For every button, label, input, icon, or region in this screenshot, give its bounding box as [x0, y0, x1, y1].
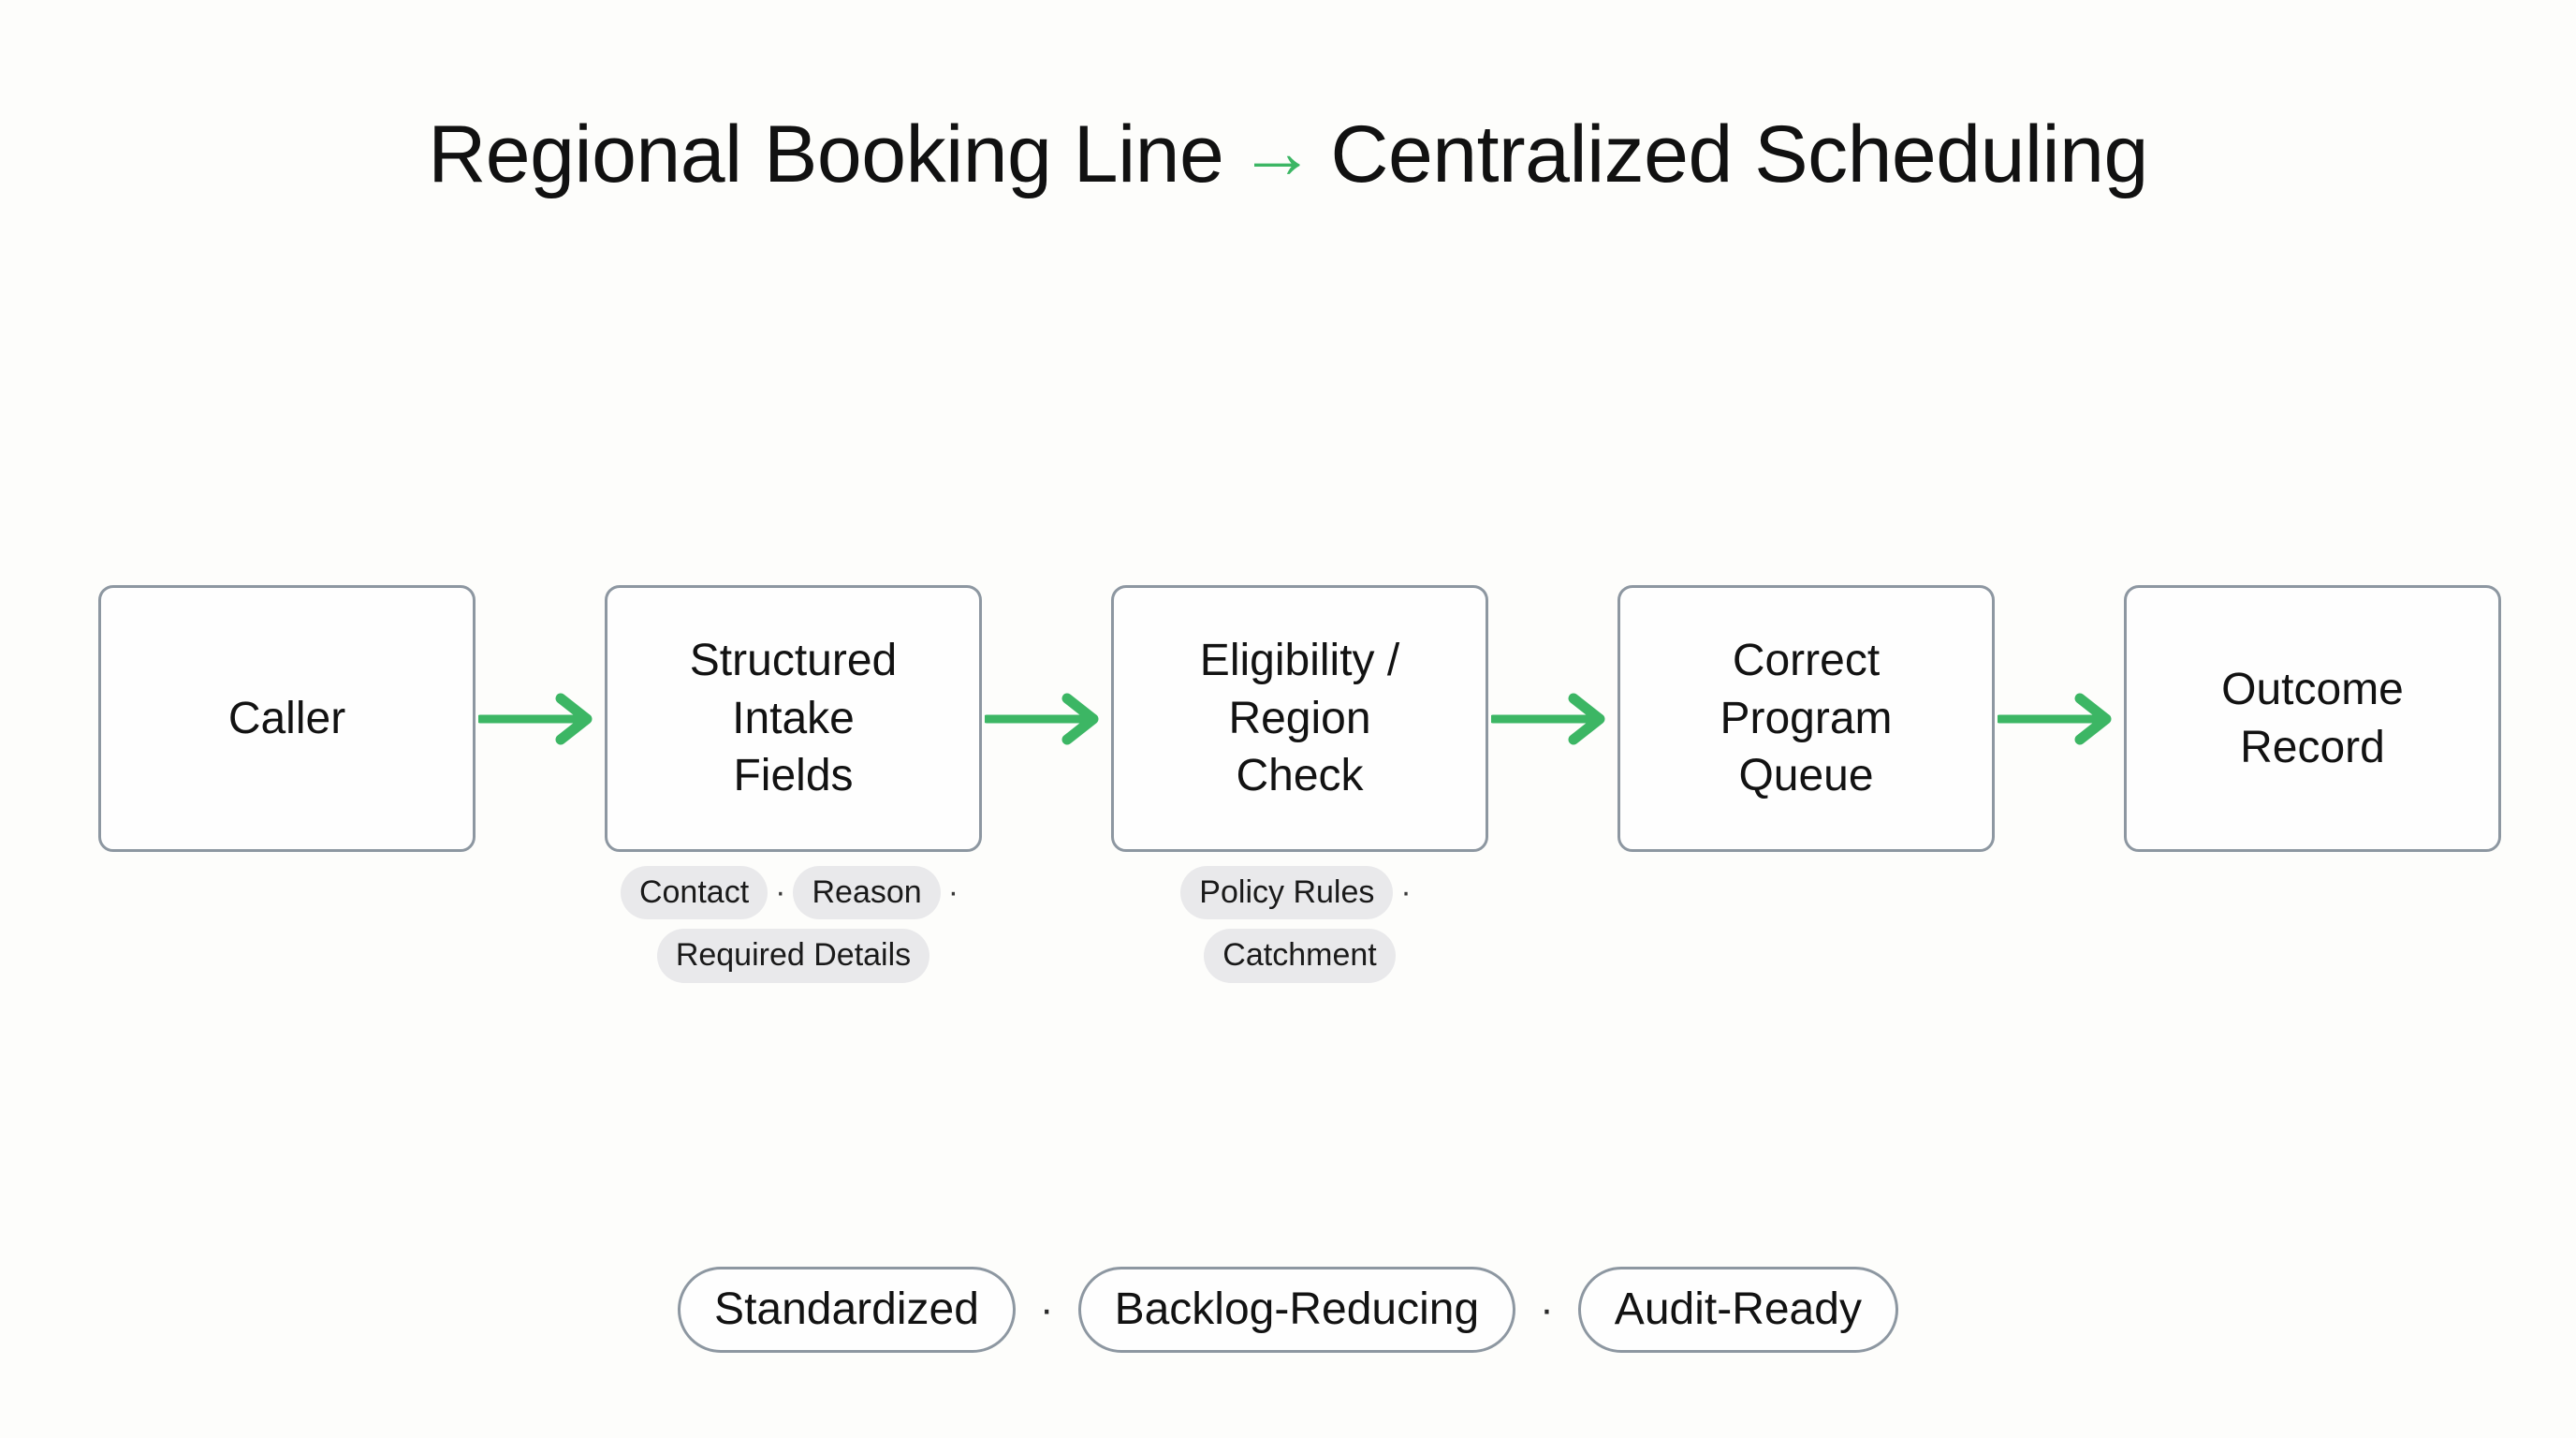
flow-node-box[interactable]: Eligibility / Region Check — [1111, 585, 1488, 852]
chip-separator-dot: · — [947, 874, 959, 911]
page-title-left: Regional Booking Line — [428, 110, 1224, 199]
pill-separator-dot: · — [1039, 1285, 1054, 1332]
attribute-pill[interactable]: Standardized — [678, 1267, 1016, 1353]
flow-node-chip: Policy Rules — [1180, 866, 1394, 920]
flow-node-label: Caller — [227, 693, 346, 743]
page-title: Regional Booking Line→Centralized Schedu… — [0, 110, 2576, 200]
title-arrow-right-icon: → — [1238, 110, 1316, 195]
chip-separator-dot: · — [775, 874, 786, 911]
flow-node-chip: Reason — [793, 866, 941, 920]
flow-connector-4 — [1995, 585, 2124, 852]
flow-connector-3 — [1488, 585, 1617, 852]
arrow-right-icon — [1491, 691, 1615, 747]
flow-connector-1 — [476, 585, 605, 852]
flow-node-5[interactable]: Outcome Record — [2124, 585, 2501, 852]
flow-node-chip-group: Contact·Reason·Required Details — [605, 866, 982, 983]
flow-node-box[interactable]: Structured Intake Fields — [605, 585, 982, 852]
page-title-right: Centralized Scheduling — [1330, 110, 2148, 199]
arrow-right-icon — [1998, 691, 2121, 747]
flow-node-label: Structured Intake Fields — [689, 636, 898, 801]
flow-node-box[interactable]: Caller — [98, 585, 476, 852]
flow-node-1[interactable]: Caller — [98, 585, 476, 852]
flow-node-label: Outcome Record — [2221, 665, 2404, 772]
attribute-pill[interactable]: Audit-Ready — [1577, 1267, 1898, 1353]
flow-node-label: Correct Program Queue — [1720, 636, 1893, 801]
flow-node-chip: Contact — [620, 866, 768, 920]
flow-node-box[interactable]: Correct Program Queue — [1617, 585, 1995, 852]
flow-node-chip: Catchment — [1204, 929, 1396, 983]
flow-node-box[interactable]: Outcome Record — [2124, 585, 2501, 852]
arrow-right-icon — [478, 691, 602, 747]
flow-node-chip: Required Details — [656, 929, 930, 983]
flow-node-label: Eligibility / Region Check — [1199, 636, 1400, 801]
flow-node-4[interactable]: Correct Program Queue — [1617, 585, 1995, 852]
arrow-right-icon — [985, 691, 1108, 747]
pill-separator-dot: · — [1540, 1285, 1554, 1332]
flow-node-chip-group: Policy Rules·Catchment — [1111, 866, 1488, 983]
flow-connector-2 — [982, 585, 1111, 852]
attribute-pill-row: Standardized · Backlog-Reducing · Audit-Read… — [0, 1267, 2576, 1353]
chip-separator-dot: · — [1400, 874, 1412, 911]
attribute-pill[interactable]: Backlog-Reducing — [1077, 1267, 1516, 1353]
